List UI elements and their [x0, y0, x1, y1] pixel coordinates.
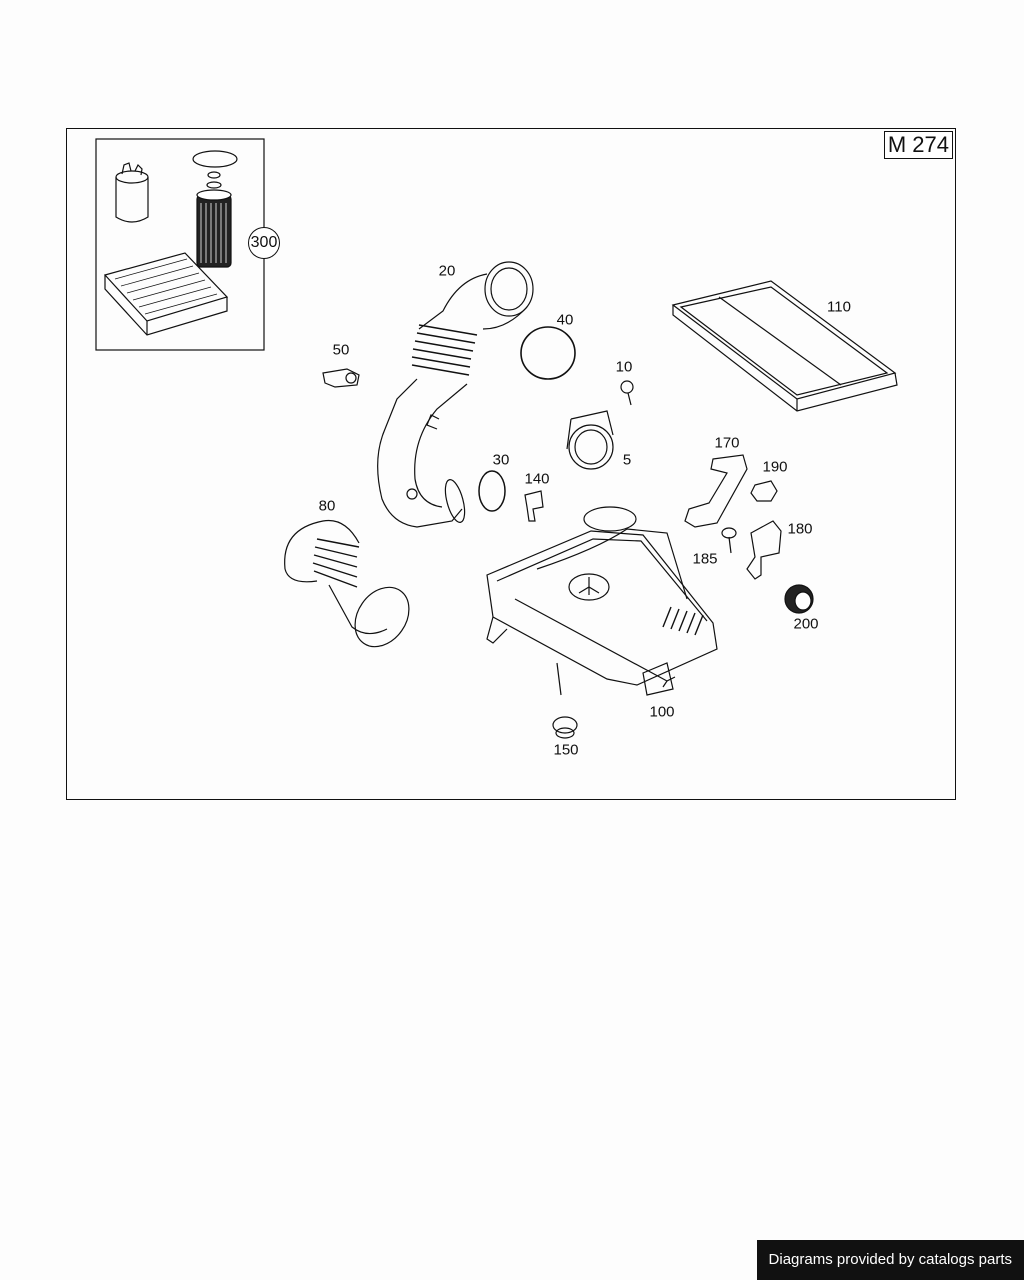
callout-170[interactable]: 170 [714, 434, 740, 452]
callout-30[interactable]: 30 [492, 451, 510, 469]
air-filter-housing-part [486, 506, 718, 696]
callout-300[interactable]: 300 [248, 227, 280, 259]
callout-5[interactable]: 5 [622, 451, 632, 469]
bolt-part [620, 380, 634, 406]
seal-ring-part [520, 326, 576, 380]
callout-140[interactable]: 140 [524, 470, 550, 488]
small-filter-part [784, 584, 814, 614]
mount-part [746, 520, 782, 580]
grommet-part [552, 716, 578, 739]
callout-10[interactable]: 10 [615, 358, 633, 376]
callout-180[interactable]: 180 [787, 520, 813, 538]
callout-20[interactable]: 20 [438, 262, 456, 280]
callout-50[interactable]: 50 [332, 341, 350, 359]
nut-part [750, 480, 778, 502]
sensor-part [322, 368, 360, 388]
parts-diagram-drawing [95, 138, 898, 739]
callout-185[interactable]: 185 [692, 550, 718, 568]
callout-110[interactable]: 110 [827, 298, 851, 316]
fuel-filter-part [115, 162, 149, 223]
callout-200[interactable]: 200 [793, 615, 819, 633]
stud-part [721, 527, 737, 554]
connector-part [524, 490, 544, 522]
bracket-part [684, 454, 748, 528]
callout-100[interactable]: 100 [649, 703, 675, 721]
callout-190[interactable]: 190 [762, 458, 788, 476]
intake-elbow-part [284, 519, 410, 648]
panel-air-filter-part [671, 280, 898, 412]
oil-filter-part [192, 150, 238, 268]
cabin-filter-part [103, 252, 229, 336]
callout-80[interactable]: 80 [318, 497, 336, 515]
air-mass-meter-part [566, 410, 614, 470]
clamp-part [478, 470, 506, 512]
diagram-credit-banner: Diagrams provided by catalogs parts [756, 1240, 1024, 1280]
callout-40[interactable]: 40 [556, 311, 574, 329]
service-kit-inset [95, 138, 265, 351]
intake-hose-upper-part [377, 261, 534, 528]
engine-code-label: M 274 [883, 131, 953, 159]
callout-150[interactable]: 150 [553, 741, 579, 759]
parts-diagram-frame: M 274 300 20 40 50 10 110 5 30 140 170 1… [66, 128, 956, 800]
